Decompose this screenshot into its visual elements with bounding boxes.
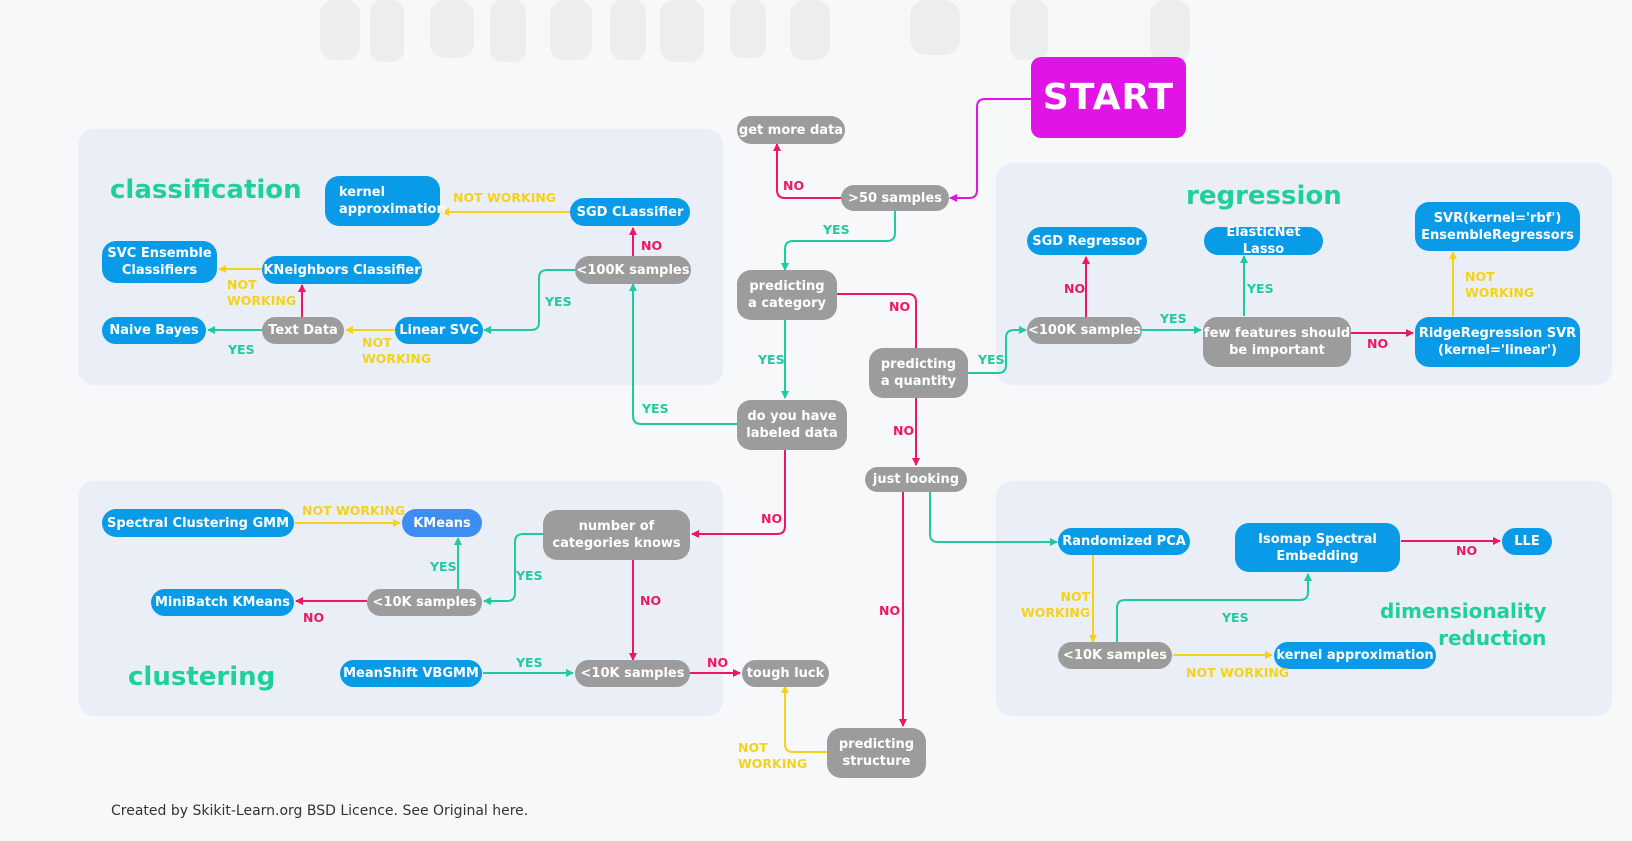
randomized-pca-node[interactable]: Randomized PCA	[1058, 528, 1190, 555]
label-not-working-linear-svc: NOT WORKING	[362, 335, 432, 366]
label-no-isomap: NO	[1456, 543, 1478, 558]
kernel-approximation-classification-node[interactable]: kernel approximation	[325, 176, 446, 226]
sgd-regressor-node[interactable]: SGD Regressor	[1027, 227, 1147, 255]
background-figures-illustration	[320, 0, 1190, 62]
svc-ensemble-classifiers-node[interactable]: SVC Ensemble Classifiers	[102, 241, 217, 283]
label-not-working-spectral: NOT WORKING	[302, 503, 406, 518]
label-yes-text-data: YES	[228, 342, 255, 357]
edge-num-categories-yes	[483, 533, 543, 605]
naive-bayes-node[interactable]: Naive Bayes	[102, 317, 206, 344]
section-title-clustering: clustering	[128, 662, 276, 692]
kmeans-node[interactable]: KMeans	[402, 509, 482, 537]
label-not-working-pca: NOT WORKING	[1021, 589, 1091, 620]
get-more-data-node[interactable]: get more data	[737, 116, 845, 144]
label-yes-num-categories: YES	[516, 568, 543, 583]
label-yes-10k-dimensionality: YES	[1222, 610, 1249, 625]
edge-start-to-50-samples	[949, 98, 1031, 202]
ridgeregression-svr-linear-node[interactable]: RidgeRegression SVR (kernel='linear')	[1415, 317, 1580, 367]
minibatch-kmeans-node[interactable]: MiniBatch KMeans	[151, 589, 294, 616]
predicting-structure-node[interactable]: predicting structure	[827, 728, 926, 778]
label-no-100k-regression: NO	[1064, 281, 1086, 296]
spectral-clustering-gmm-node[interactable]: Spectral Clustering GMM	[102, 509, 294, 537]
label-yes-50-samples: YES	[823, 222, 850, 237]
label-no-few-features: NO	[1367, 336, 1389, 351]
edge-structure-not-working	[781, 685, 827, 753]
edge-labeled-no	[691, 450, 786, 538]
start-node[interactable]: START	[1031, 57, 1186, 138]
kernel-approximation-dimensionality-node[interactable]: kernel approximation	[1274, 642, 1436, 669]
edge-just-looking-yes	[929, 492, 1058, 546]
label-no-get-more-data: NO	[783, 178, 805, 193]
svr-rbf-ensemble-regressors-node[interactable]: SVR(kernel='rbf') EnsembleRegressors	[1415, 202, 1580, 251]
label-not-working-structure: NOT WORKING	[738, 740, 808, 771]
section-title-classification: classification	[110, 175, 302, 205]
label-no-tough-luck: NO	[707, 655, 729, 670]
less-than-10k-samples-clustering-2-node[interactable]: <10K samples	[575, 660, 690, 687]
label-not-working-kneighbors: NOT WORKING	[227, 277, 297, 308]
edge-100k-cls-yes	[483, 269, 575, 334]
label-no-labeled: NO	[761, 511, 783, 526]
predicting-quantity-node[interactable]: predicting a quantity	[869, 348, 968, 398]
label-no-category: NO	[889, 299, 911, 314]
label-yes-100k-classification: YES	[545, 294, 572, 309]
section-title-regression: regression	[1186, 181, 1342, 211]
label-not-working-10k-dimensionality: NOT WORKING	[1186, 665, 1290, 680]
more-than-50-samples-node[interactable]: >50 samples	[841, 185, 949, 211]
edge-50-samples-no	[773, 143, 841, 199]
edge-10k-dim-yes	[1116, 573, 1312, 642]
label-yes-meanshift: YES	[516, 655, 543, 670]
label-no-10k-clustering: NO	[303, 610, 325, 625]
kneighbors-classifier-node[interactable]: KNeighbors Classifier	[262, 256, 422, 284]
label-yes-10k-clustering: YES	[430, 559, 457, 574]
section-title-dimensionality-reduction: dimensionality reduction	[1380, 599, 1547, 650]
just-looking-node[interactable]: just looking	[865, 467, 967, 492]
edge-quantity-yes	[967, 326, 1027, 374]
label-yes-labeled: YES	[642, 401, 669, 416]
label-no-just-looking: NO	[879, 603, 901, 618]
less-than-10k-samples-dimensionality-node[interactable]: <10K samples	[1058, 642, 1172, 669]
isomap-spectral-embedding-node[interactable]: Isomap Spectral Embedding	[1235, 523, 1400, 572]
labeled-data-node[interactable]: do you have labeled data	[737, 400, 847, 450]
label-no-quantity: NO	[893, 423, 915, 438]
predicting-category-node[interactable]: predicting a category	[737, 270, 837, 320]
text-data-node[interactable]: Text Data	[262, 317, 344, 344]
tough-luck-node[interactable]: tough luck	[742, 660, 829, 687]
linear-svc-node[interactable]: Linear SVC	[395, 317, 483, 344]
few-features-important-node[interactable]: few features should be important	[1203, 317, 1351, 367]
label-no-100k-classification: NO	[641, 238, 663, 253]
footer-credit: Created by Skikit-Learn.org BSD Licence.…	[111, 803, 529, 819]
label-not-working-ridge: NOT WORKING	[1465, 269, 1535, 300]
edge-50-samples-yes	[781, 211, 896, 271]
label-yes-quantity: YES	[978, 352, 1005, 367]
elasticnet-lasso-node[interactable]: ElasticNet Lasso	[1204, 225, 1323, 257]
less-than-100k-samples-regression-node[interactable]: <100K samples	[1027, 317, 1142, 344]
lle-node[interactable]: LLE	[1502, 528, 1552, 555]
edge-labeled-yes	[629, 283, 737, 425]
edge-category-no	[837, 293, 917, 348]
less-than-10k-samples-clustering-node[interactable]: <10K samples	[367, 589, 482, 616]
label-no-num-categories: NO	[640, 593, 662, 608]
meanshift-vbgmm-node[interactable]: MeanShift VBGMM	[340, 660, 482, 687]
sgd-classifier-node[interactable]: SGD CLassifier	[570, 198, 690, 226]
less-than-100k-samples-classification-node[interactable]: <100K samples	[575, 256, 691, 284]
label-yes-few-features: YES	[1247, 281, 1274, 296]
label-yes-100k-regression: YES	[1160, 311, 1187, 326]
number-of-categories-known-node[interactable]: number of categories knows	[543, 510, 690, 560]
label-not-working-sgd-classifier: NOT WORKING	[453, 190, 557, 205]
label-yes-category: YES	[758, 352, 785, 367]
